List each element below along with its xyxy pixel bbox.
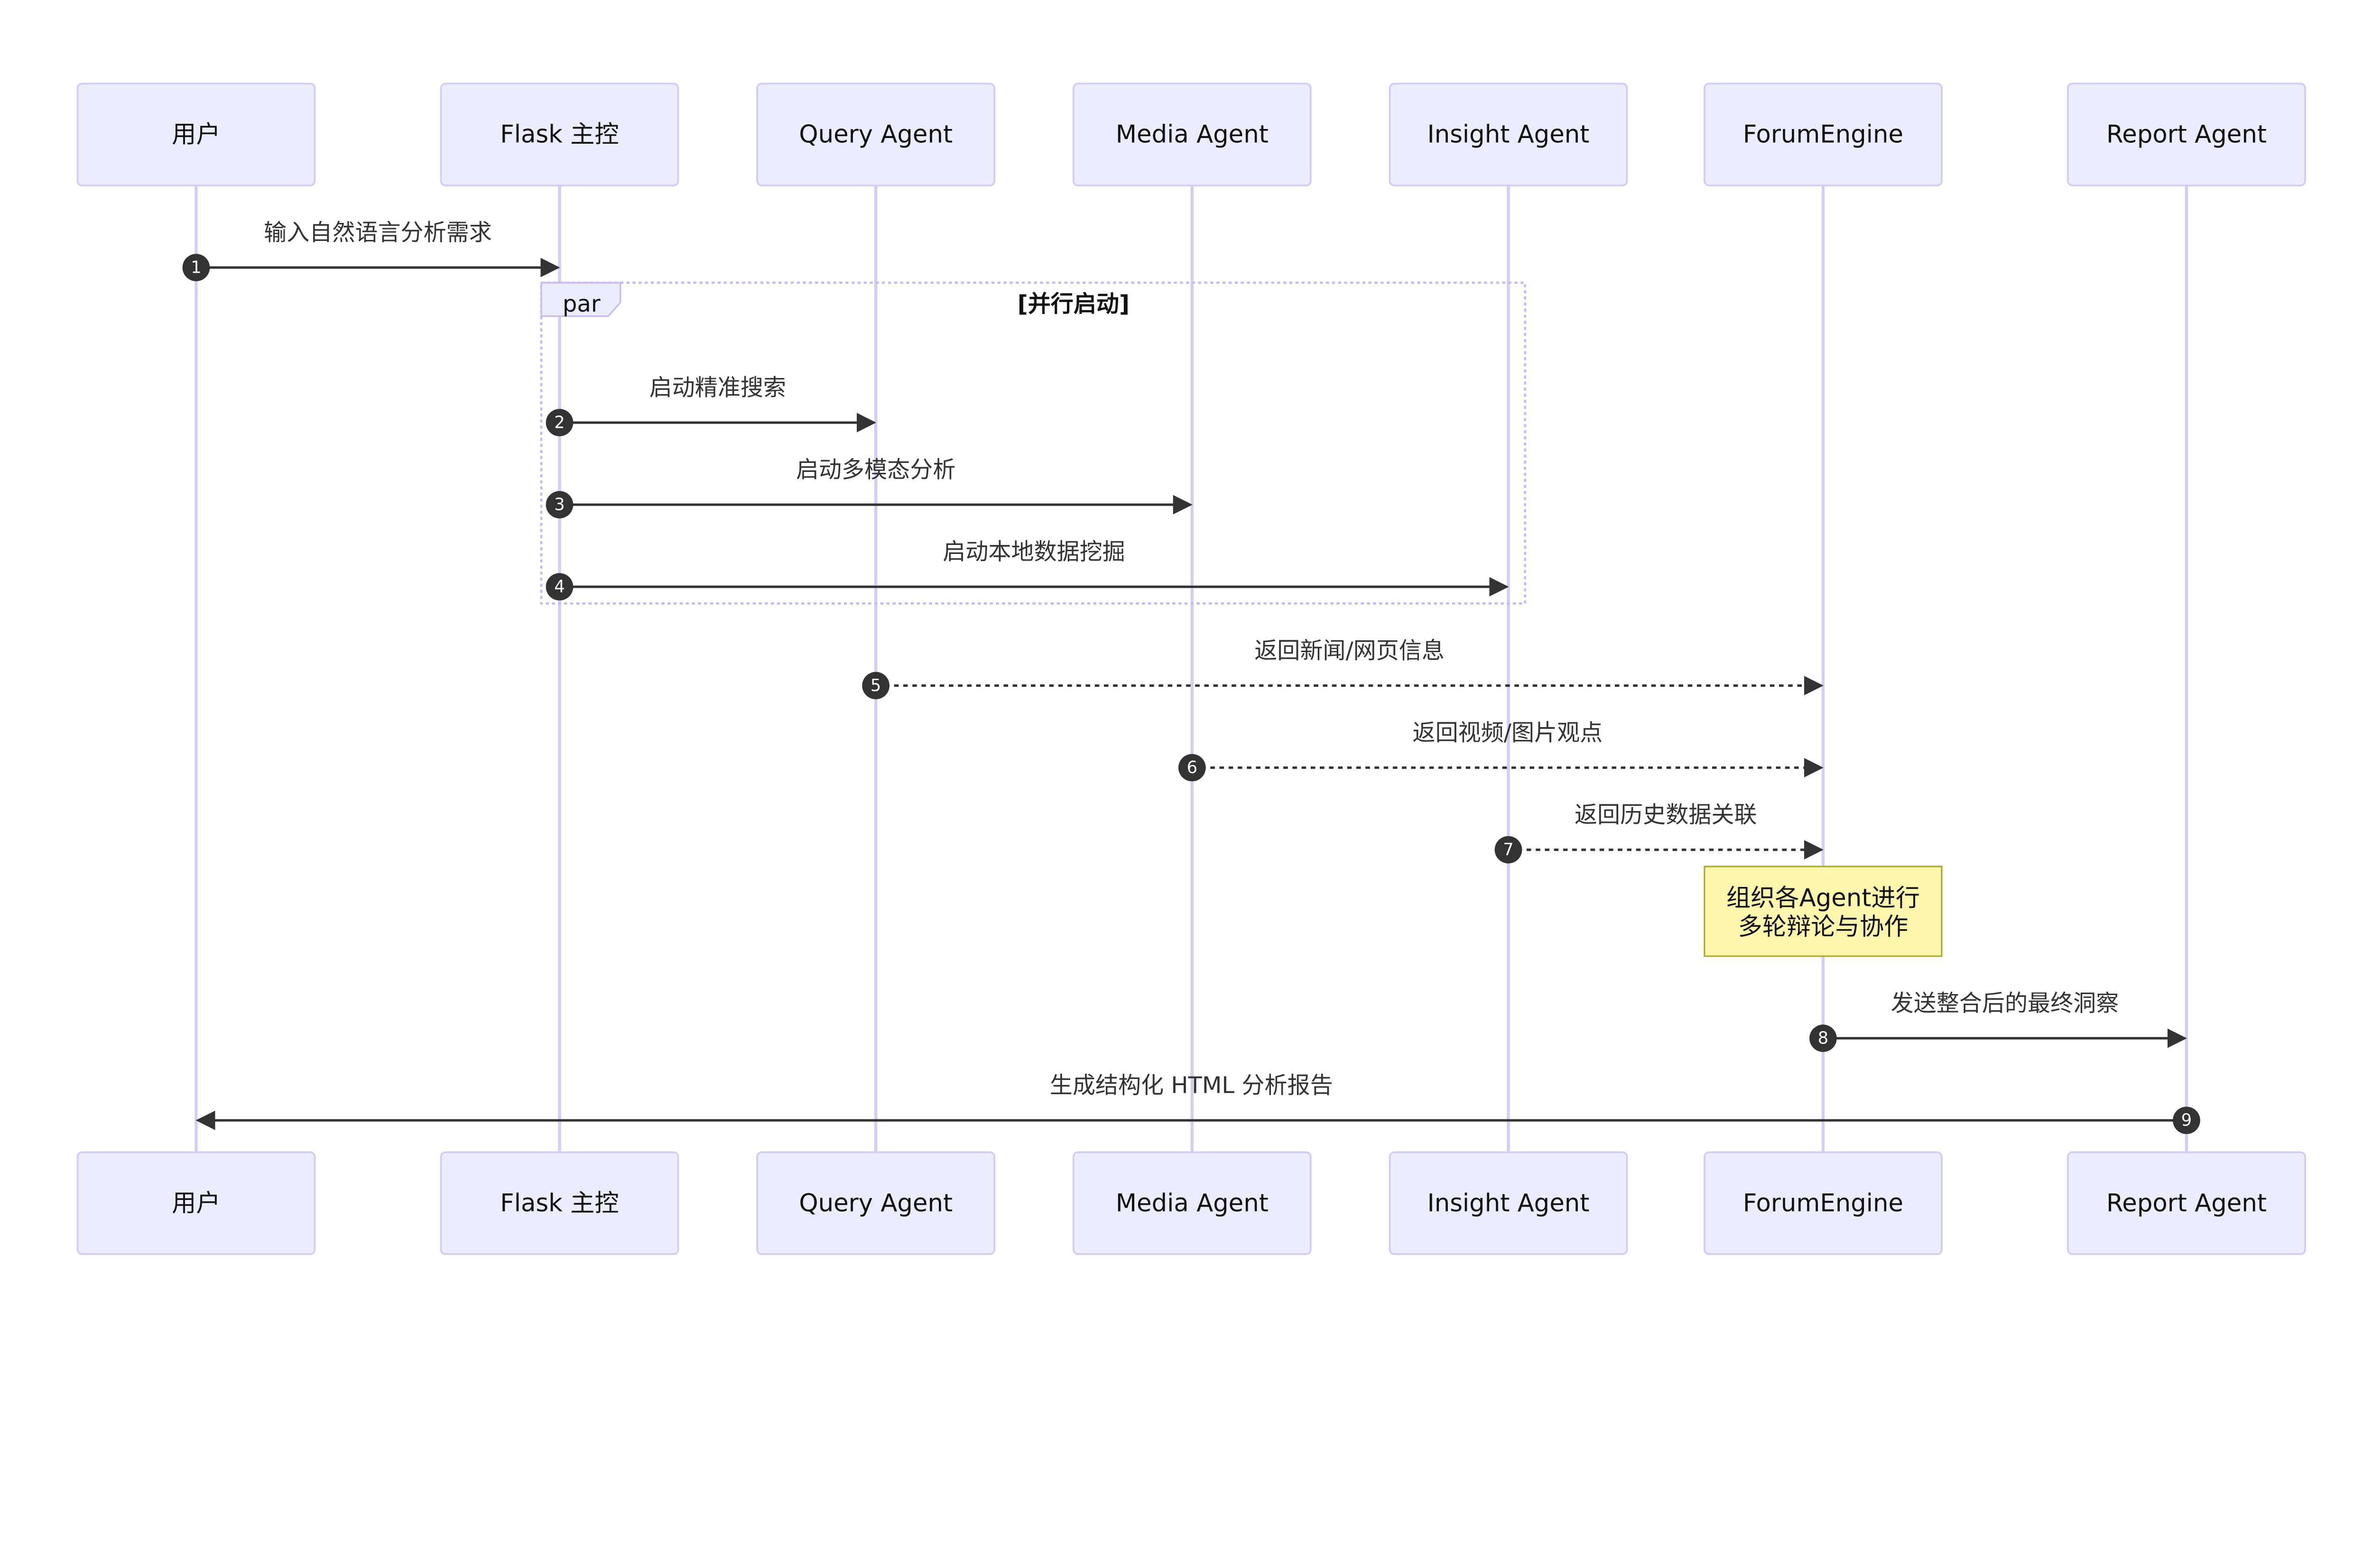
actor-box — [1704, 1151, 1943, 1255]
actor-label: 用户 — [172, 1189, 221, 1218]
actor-label: Insight Agent — [1427, 1189, 1590, 1218]
message-label: 生成结构化 HTML 分析报告 — [1050, 1072, 1333, 1098]
sequence-number-badge — [1178, 754, 1206, 782]
message-label: 启动精准搜索 — [649, 374, 786, 401]
actor-label: Report Agent — [2106, 1189, 2267, 1218]
actor-box — [756, 1151, 996, 1255]
actor-box — [1072, 1151, 1312, 1255]
actor-label: Media Agent — [1116, 120, 1269, 149]
par-tag — [540, 282, 621, 317]
actor-box — [2067, 83, 2306, 186]
actor-flask-top: Flask 主控 — [440, 83, 679, 186]
actor-label: Flask 主控 — [500, 1189, 619, 1218]
message-label: 返回新闻/网页信息 — [1254, 637, 1445, 664]
actor-box — [1072, 83, 1312, 186]
par-tag-label: par — [563, 291, 601, 317]
actor-report-top: Report Agent — [2067, 83, 2306, 186]
lifelines-layer — [195, 185, 2188, 1153]
actor-label: Flask 主控 — [500, 120, 619, 149]
par-layer: par [并行启动] — [540, 281, 1527, 605]
message-label: 启动多模态分析 — [796, 456, 955, 483]
sequence-number-badge — [1809, 1024, 1837, 1052]
actor-box — [76, 1151, 316, 1255]
message-2: 启动精准搜索 2 — [546, 374, 877, 436]
message-3: 启动多模态分析 3 — [546, 456, 1193, 518]
actor-label: ForumEngine — [1743, 120, 1903, 149]
message-label: 输入自然语言分析需求 — [264, 219, 492, 246]
actor-label: Query Agent — [799, 120, 953, 149]
sequence-number-badge — [862, 672, 890, 700]
message-label: 返回视频/图片观点 — [1413, 719, 1603, 746]
sequence-number: 8 — [1818, 1029, 1828, 1048]
actor-label: Report Agent — [2106, 120, 2267, 149]
sequence-number-badge — [546, 573, 574, 601]
note-text-line: 组织各Agent进行 — [1726, 884, 1920, 912]
actor-media-top: Media Agent — [1072, 83, 1312, 186]
actor-box — [1389, 83, 1628, 186]
message-label: 启动本地数据挖掘 — [943, 538, 1125, 565]
message-label: 返回历史数据关联 — [1575, 802, 1757, 828]
message-7: 返回历史数据关联 7 — [1494, 802, 1824, 864]
actor-query-top: Query Agent — [756, 83, 996, 186]
message-4: 启动本地数据挖掘 4 — [546, 538, 1509, 601]
message-8: 发送整合后的最终洞察 8 — [1809, 990, 2187, 1052]
actor-box — [76, 83, 316, 186]
actor-box — [440, 83, 679, 186]
actor-box — [1704, 83, 1943, 186]
message-6: 返回视频/图片观点 6 — [1178, 719, 1824, 782]
sequence-number-badge — [2173, 1107, 2200, 1134]
message-9: 生成结构化 HTML 分析报告 9 — [195, 1072, 2200, 1134]
actor-insight-top: Insight Agent — [1389, 83, 1628, 186]
sequence-number: 9 — [2181, 1111, 2192, 1130]
sequence-number: 1 — [191, 258, 201, 277]
message-label: 发送整合后的最终洞察 — [1891, 990, 2119, 1016]
sequence-number-badge — [546, 491, 574, 518]
actor-forum-bottom: ForumEngine — [1704, 1151, 1943, 1255]
actor-label: ForumEngine — [1743, 1189, 1903, 1218]
actor-label: Insight Agent — [1427, 120, 1590, 149]
sequence-number: 5 — [871, 676, 881, 695]
actor-label: Query Agent — [799, 1189, 953, 1218]
message-1: 输入自然语言分析需求 1 — [182, 219, 560, 281]
sequence-number-badge — [1494, 836, 1522, 864]
actor-label: Media Agent — [1116, 1189, 1269, 1218]
note-text-line: 多轮辩论与协作 — [1738, 913, 1909, 941]
actor-box — [756, 83, 996, 186]
sequence-number: 4 — [554, 577, 565, 597]
actor-insight-bottom: Insight Agent — [1389, 1151, 1628, 1255]
sequence-number: 2 — [554, 413, 565, 433]
sequence-number-badge — [182, 254, 210, 281]
actor-label: 用户 — [172, 120, 221, 149]
actor-report-bottom: Report Agent — [2067, 1151, 2306, 1255]
note-box — [1704, 866, 1943, 957]
actor-box — [440, 1151, 679, 1255]
message-5: 返回新闻/网页信息 5 — [862, 637, 1824, 700]
sequence-number: 7 — [1503, 840, 1513, 859]
actor-user-bottom: 用户 — [76, 1151, 316, 1255]
par-block-frame — [540, 281, 1527, 605]
sequence-number-badge — [546, 409, 574, 436]
actor-flask-bottom: Flask 主控 — [440, 1151, 679, 1255]
sequence-number: 3 — [554, 495, 565, 515]
par-condition-label: [并行启动] — [1018, 291, 1130, 317]
sequence-number: 6 — [1187, 758, 1197, 777]
actor-user-top: 用户 — [76, 83, 316, 186]
messages-layer: 输入自然语言分析需求 1 启动精准搜索 2 启动多模态分析 3 启动本地数据挖掘 4 返回新闻/… — [182, 219, 2200, 1134]
actor-media-bottom: Media Agent — [1072, 1151, 1312, 1255]
actor-box — [1389, 1151, 1628, 1255]
actor-box — [2067, 1151, 2306, 1255]
actor-forum-top: ForumEngine — [1704, 83, 1943, 186]
actor-query-bottom: Query Agent — [756, 1151, 996, 1255]
